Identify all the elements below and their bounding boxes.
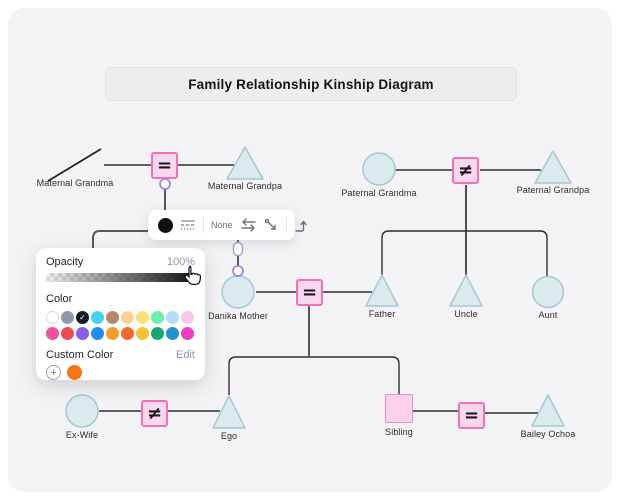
node-paternal-grandma-shape[interactable] [362,152,396,186]
color-swatch[interactable] [151,327,164,340]
node-maternal-grandma-deceased-slash[interactable] [47,148,102,182]
node-label-father: Father [368,309,396,319]
color-swatch[interactable] [76,327,89,340]
node-label-maternal-grandma: Maternal Grandma [36,178,114,188]
diagram-edges [99,164,548,414]
node-label-uncle: Uncle [454,309,478,319]
node-sibling-shape[interactable] [385,394,413,423]
edge-anchor[interactable] [159,178,171,190]
node-label-sibling: Sibling [385,427,413,437]
color-swatch[interactable] [106,311,119,324]
color-swatch[interactable] [106,327,119,340]
node-bailey-shape[interactable] [531,394,565,427]
relation-maternal-union[interactable]: = [151,152,178,179]
stroke-style-icon[interactable] [180,218,196,232]
color-swatch[interactable] [166,327,179,340]
node-label-ego: Ego [220,431,238,441]
node-paternal-grandpa-shape[interactable] [534,150,572,184]
node-label-paternal-grandpa: Paternal Grandpa [516,185,590,195]
node-danika-mother-shape[interactable] [221,275,255,309]
elbow-connector-icon[interactable] [294,218,309,233]
color-swatch[interactable] [181,327,194,340]
relation-paternal-union[interactable]: ≠ [452,157,479,184]
color-label: Color [46,293,73,305]
add-custom-color-button[interactable]: + [46,365,61,380]
draw-connector-icon[interactable] [264,218,279,232]
node-label-bailey: Bailey Ochoa [520,429,576,439]
fill-color-swatch[interactable] [158,217,173,233]
custom-color-label: Custom Color [46,349,114,361]
node-maternal-grandpa-shape[interactable] [226,146,264,180]
color-swatch[interactable] [61,327,74,340]
toolbar-divider [285,217,287,233]
node-label-aunt: Aunt [538,310,558,320]
relation-symbol: ≠ [146,403,163,424]
color-swatch[interactable] [136,327,149,340]
relation-symbol: = [156,155,173,176]
node-label-ex-wife: Ex-Wife [65,430,99,440]
relation-ex-union[interactable]: ≠ [141,400,168,427]
color-swatch[interactable] [166,311,179,324]
node-ex-wife-shape[interactable] [65,394,99,428]
color-swatch[interactable] [151,311,164,324]
edge-style-toolbar: None [148,210,307,240]
color-swatch-selected[interactable]: ✓ [76,311,89,324]
swatch-row-1: ✓ [46,311,195,324]
relation-symbol: ≠ [457,160,474,181]
node-label-paternal-grandma: Paternal Grandma [341,188,417,198]
node-ego-shape[interactable] [212,395,246,429]
color-swatch[interactable] [61,311,74,324]
color-swatch[interactable] [91,327,104,340]
color-swatch[interactable] [136,311,149,324]
color-swatch[interactable] [46,311,59,324]
edge-anchor[interactable] [232,265,244,277]
custom-color-swatch[interactable] [67,365,82,380]
node-uncle-shape[interactable] [449,274,483,307]
style-panel: Opacity 100% Color ✓ Custom Color Edit + [36,248,205,380]
color-swatch[interactable] [121,327,134,340]
swap-direction-icon[interactable] [240,218,257,232]
relation-symbol: = [301,282,318,303]
opacity-value: 100% [166,256,195,268]
diagram-title[interactable]: Family Relationship Kinship Diagram [105,67,517,101]
color-swatch[interactable] [91,311,104,324]
node-father-shape[interactable] [365,274,399,307]
color-swatch[interactable] [181,311,194,324]
arrow-style-value[interactable]: None [211,220,233,230]
swatch-row-2 [46,327,195,340]
toolbar-divider [203,217,204,233]
node-label-maternal-grandpa: Maternal Grandpa [207,181,283,191]
color-swatch[interactable] [121,311,134,324]
opacity-slider[interactable] [46,273,195,282]
hand-cursor-icon [184,265,202,285]
opacity-label: Opacity [46,256,84,268]
edit-custom-color-link[interactable]: Edit [176,349,195,361]
relation-sibling-union[interactable]: = [458,402,485,429]
color-swatch[interactable] [46,327,59,340]
relation-symbol: = [463,405,480,426]
node-label-danika-mother: Danika Mother [208,311,268,321]
edge-endpoint-handle[interactable] [232,241,244,257]
node-aunt-shape[interactable] [531,275,565,309]
relation-parents-union[interactable]: = [296,279,323,306]
